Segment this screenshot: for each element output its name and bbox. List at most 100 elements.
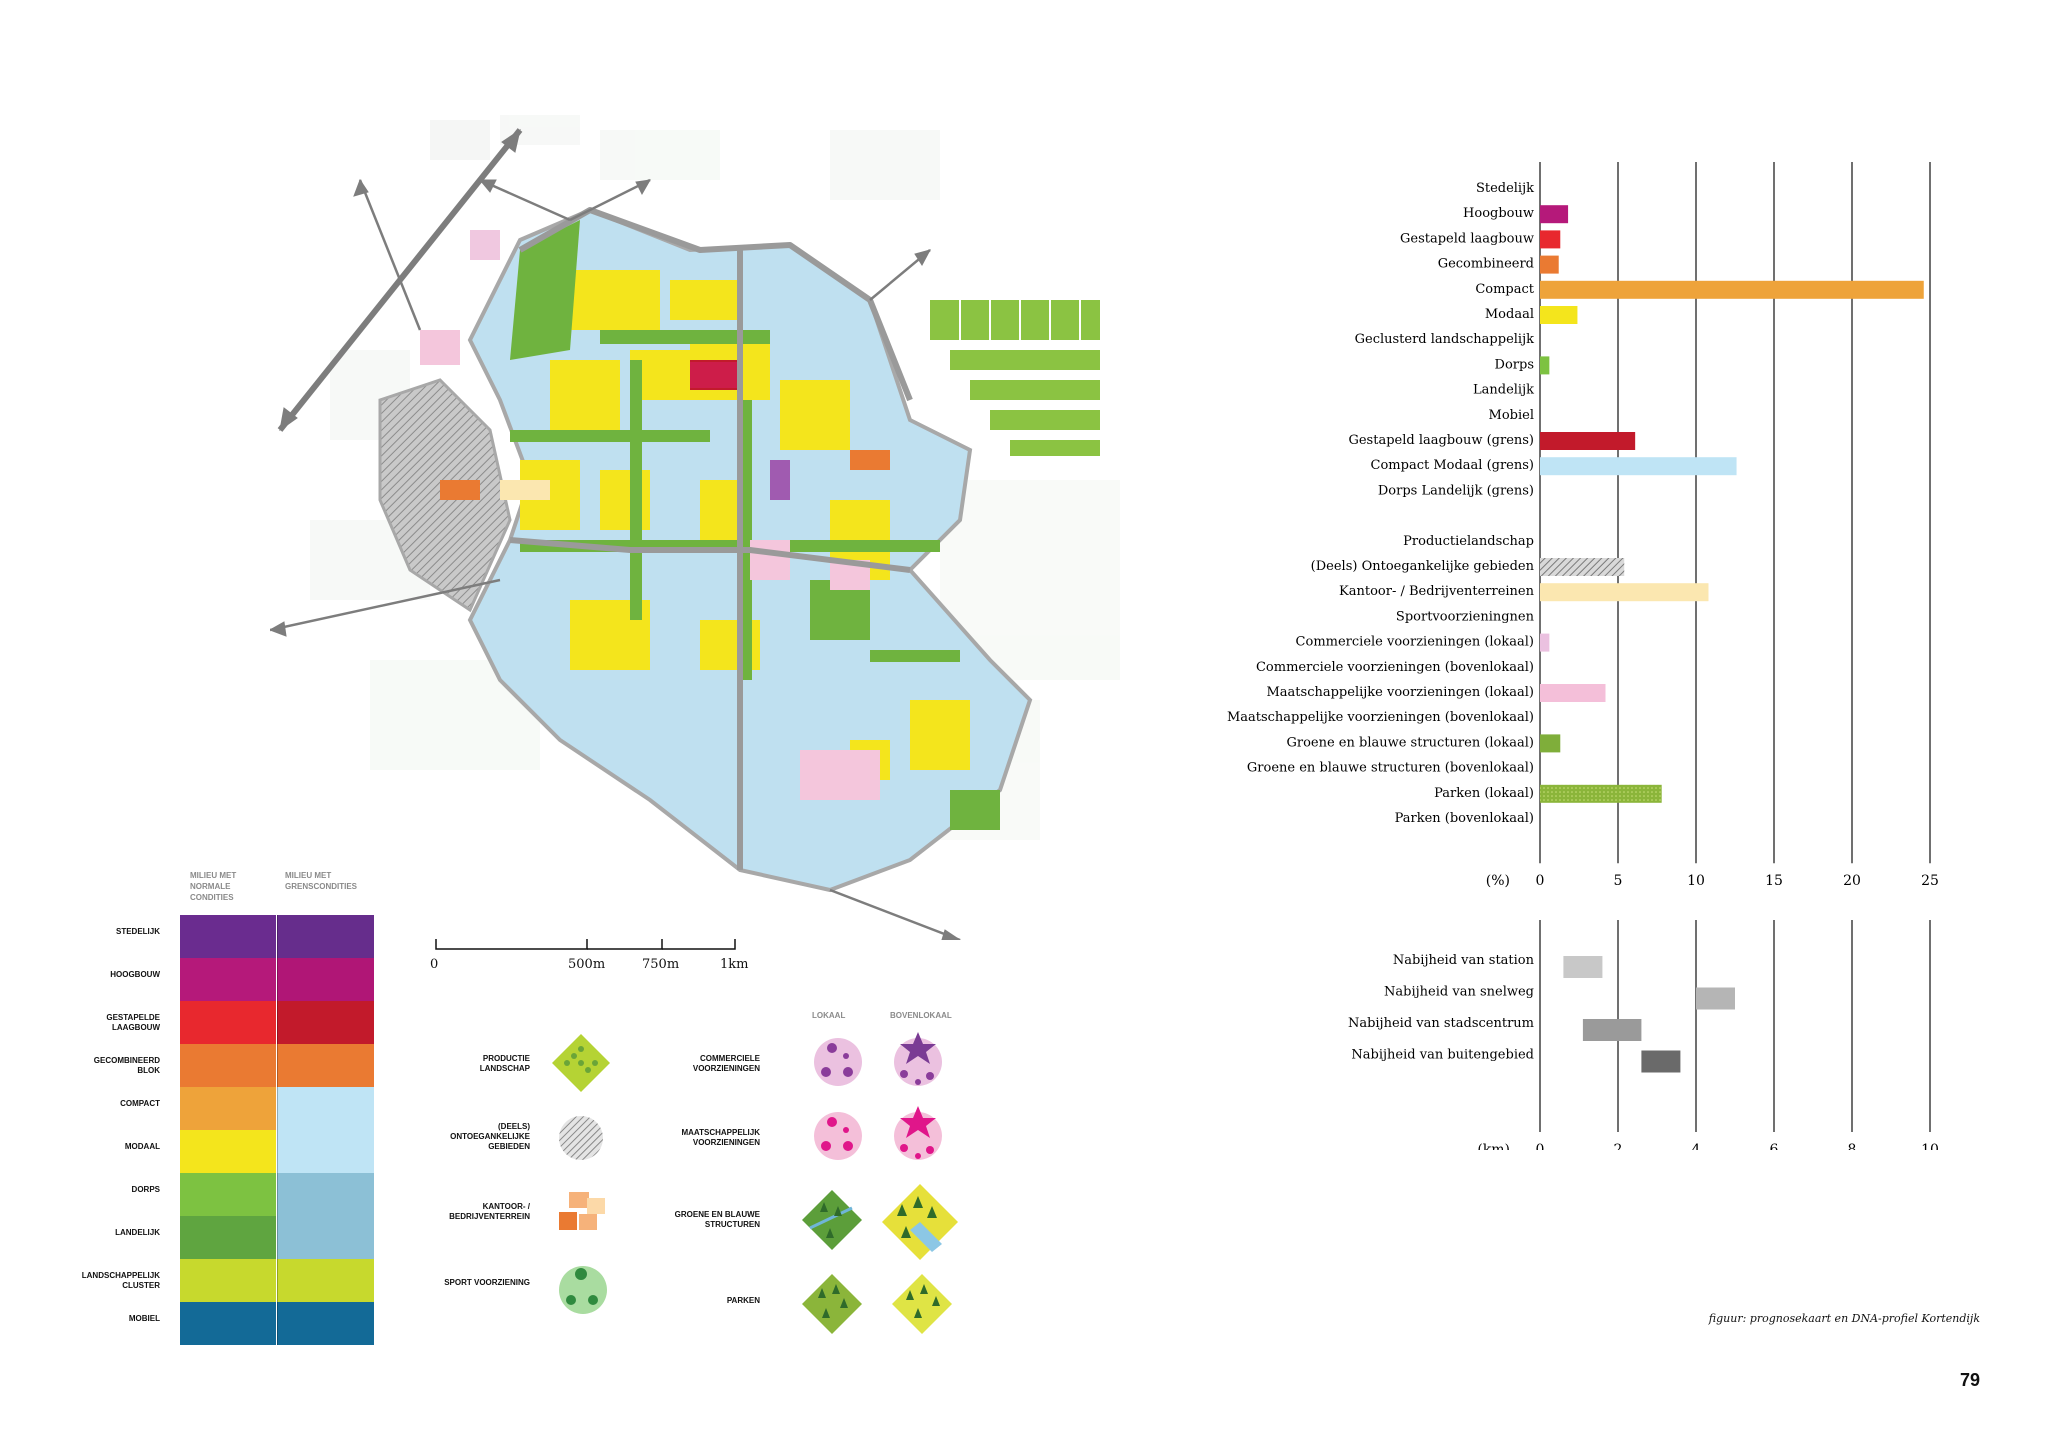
scale-bar-line — [435, 939, 736, 950]
legend-swatch-normal-0 — [180, 915, 276, 958]
km-category-label-2: Nabijheid van stadscentrum — [1348, 1016, 1534, 1031]
pct-bar-2 — [1540, 230, 1561, 249]
legend-swatch-normal-1 — [180, 958, 276, 1001]
green-blue-icon — [802, 1190, 862, 1250]
pct-category-label-18: Commerciele voorzieningen (lokaal) — [1296, 635, 1534, 650]
legend-label-4: COMPACT — [120, 1099, 160, 1108]
park-bovenlokaal-icon — [892, 1274, 952, 1334]
legend-swatch-grens-6 — [277, 1173, 374, 1216]
pct-category-label-11: Compact Modaal (grens) — [1371, 458, 1534, 473]
legend-label-5: MODAAL — [124, 1142, 160, 1151]
legend-swatch-normal-8 — [180, 1259, 276, 1302]
figure-caption: figuur: prognosekaart en DNA-profiel Kor… — [1708, 1312, 1980, 1325]
pct-bar-3 — [1540, 255, 1559, 274]
km-tick-label-3: 6 — [1770, 1142, 1779, 1150]
km-range-bar-1 — [1696, 987, 1735, 1010]
legend-label-0: STEDELIJK — [115, 927, 160, 936]
social-bovenlokaal-icon — [894, 1106, 942, 1160]
legend-label-8: LANDSCHAPPELIJK CLUSTER — [81, 1271, 160, 1290]
legend-swatch-normal-7 — [180, 1216, 276, 1259]
pct-tick-label-4: 20 — [1843, 873, 1861, 889]
pct-category-label-12: Dorps Landelijk (grens) — [1378, 483, 1534, 498]
pct-bar-24 — [1540, 784, 1662, 803]
legend-swatch-normal-4 — [180, 1087, 276, 1130]
km-tick-label-5: 10 — [1921, 1142, 1939, 1150]
km-tick-label-2: 4 — [1692, 1142, 1701, 1150]
pct-bar-4 — [1540, 280, 1924, 299]
park-icon — [802, 1274, 862, 1334]
legend-swatch-normal-6 — [180, 1173, 276, 1216]
scale-label-1km: 1km — [720, 957, 749, 972]
symbol-label-commercial: COMMERCIELE VOORZIENINGEN — [692, 1054, 760, 1073]
symbol-legend: LOKAAL BOVENLOKAAL PRODUCTIE LANDSCHAP (… — [440, 1010, 1000, 1350]
scale-label-750m: 750m — [642, 957, 680, 972]
legend-swatch-grens-9 — [277, 1302, 374, 1345]
pct-category-label-21: Maatschappelijke voorzieningen (bovenlok… — [1227, 710, 1534, 725]
legend-swatch-grens-0 — [277, 915, 374, 958]
milieu-legend: MILIEU MET NORMALE CONDITIES MILIEU MET … — [80, 870, 380, 1360]
pct-category-label-19: Commerciele voorzieningen (bovenlokaal) — [1256, 660, 1534, 675]
pct-category-label-9: Mobiel — [1489, 408, 1534, 423]
pct-tick-label-0: 0 — [1536, 873, 1545, 889]
pct-tick-label-2: 10 — [1687, 873, 1705, 889]
sport-icon — [559, 1266, 607, 1314]
pct-category-label-6: Geclusterd landschappelijk — [1355, 332, 1535, 347]
km-range-bar-0 — [1563, 956, 1603, 978]
social-icon — [814, 1112, 862, 1160]
pct-category-label-17: Sportvoorzieningnen — [1396, 609, 1535, 624]
legend-swatch-normal-9 — [180, 1302, 276, 1345]
symbol-label-office: KANTOOR- / BEDRIJVENTERREIN — [449, 1202, 530, 1221]
pct-category-label-7: Dorps — [1495, 357, 1534, 372]
pct-bar-22 — [1540, 734, 1561, 753]
km-category-label-0: Nabijheid van station — [1393, 953, 1535, 968]
km-tick-label-1: 2 — [1614, 1142, 1623, 1150]
symbol-label-social: MAATSCHAPPELIJK VOORZIENINGEN — [681, 1128, 760, 1147]
legend-swatch-grens-5 — [277, 1130, 374, 1173]
km-tick-label-4: 8 — [1848, 1142, 1857, 1150]
legend-swatch-normal-3 — [180, 1044, 276, 1087]
legend-swatch-grens-7 — [277, 1216, 374, 1259]
legend-col-header-normal: MILIEU MET NORMALE CONDITIES — [190, 871, 237, 902]
pct-category-label-8: Landelijk — [1473, 383, 1534, 398]
pct-bar-18 — [1540, 633, 1550, 652]
legend-swatch-grens-3 — [277, 1044, 374, 1087]
pct-category-label-14: Productielandschap — [1403, 534, 1534, 549]
km-axis-label: (km) — [1477, 1142, 1510, 1150]
pct-category-label-5: Modaal — [1485, 307, 1534, 322]
pct-category-label-15: (Deels) Ontoegankelijke gebieden — [1311, 559, 1535, 574]
prognosis-map — [270, 100, 1200, 940]
pct-tick-label-1: 5 — [1614, 873, 1623, 889]
symbols-col-bovenlokaal: BOVENLOKAAL — [890, 1011, 952, 1020]
legend-label-3: GECOMBINEERD BLOK — [93, 1056, 160, 1075]
scale-label-500m: 500m — [568, 957, 606, 972]
office-blocks-icon — [559, 1192, 605, 1230]
proximity-km-chart: 0 2 4 6 8 10 (km) Nabijheid van stationNabijhei… — [1348, 920, 1939, 1150]
pct-category-label-24: Parken (lokaal) — [1434, 786, 1534, 801]
pct-category-label-4: Compact — [1475, 282, 1534, 297]
legend-label-2: GESTAPELDE LAAGBOUW — [106, 1013, 160, 1032]
symbol-label-inaccessible: (DEELS) ONTOEGANKELIJKE GEBIEDEN — [450, 1122, 530, 1151]
pct-bar-5 — [1540, 306, 1578, 324]
pct-tick-label-3: 15 — [1765, 873, 1783, 889]
legend-swatch-grens-8 — [277, 1259, 374, 1302]
km-category-label-1: Nabijheid van snelweg — [1384, 985, 1534, 1000]
legend-swatch-normal-5 — [180, 1130, 276, 1173]
symbol-label-sport: SPORT VOORZIENING — [444, 1278, 530, 1287]
pct-category-label-3: Gecombineerd — [1438, 257, 1534, 272]
legend-label-9: MOBIEL — [128, 1314, 160, 1323]
pct-category-label-10: Gestapeld laagbouw (grens) — [1348, 433, 1534, 448]
pct-category-label-16: Kantoor- / Bedrijventerreinen — [1339, 584, 1535, 599]
pct-category-label-0: Stedelijk — [1476, 181, 1534, 196]
pct-bar-20 — [1540, 684, 1606, 702]
scale-label-0: 0 — [430, 957, 439, 972]
km-category-label-3: Nabijheid van buitengebied — [1351, 1048, 1534, 1063]
pct-bar-1 — [1540, 205, 1569, 224]
production-landscape-icon — [552, 1034, 610, 1092]
pct-category-label-25: Parken (bovenlokaal) — [1395, 811, 1534, 826]
km-range-bar-2 — [1582, 1019, 1642, 1041]
symbols-col-lokaal: LOKAAL — [812, 1011, 846, 1020]
pct-bar-11 — [1540, 457, 1737, 476]
km-tick-label-0: 0 — [1536, 1142, 1545, 1150]
symbol-label-park: PARKEN — [726, 1296, 760, 1305]
commercial-icon — [814, 1038, 862, 1086]
